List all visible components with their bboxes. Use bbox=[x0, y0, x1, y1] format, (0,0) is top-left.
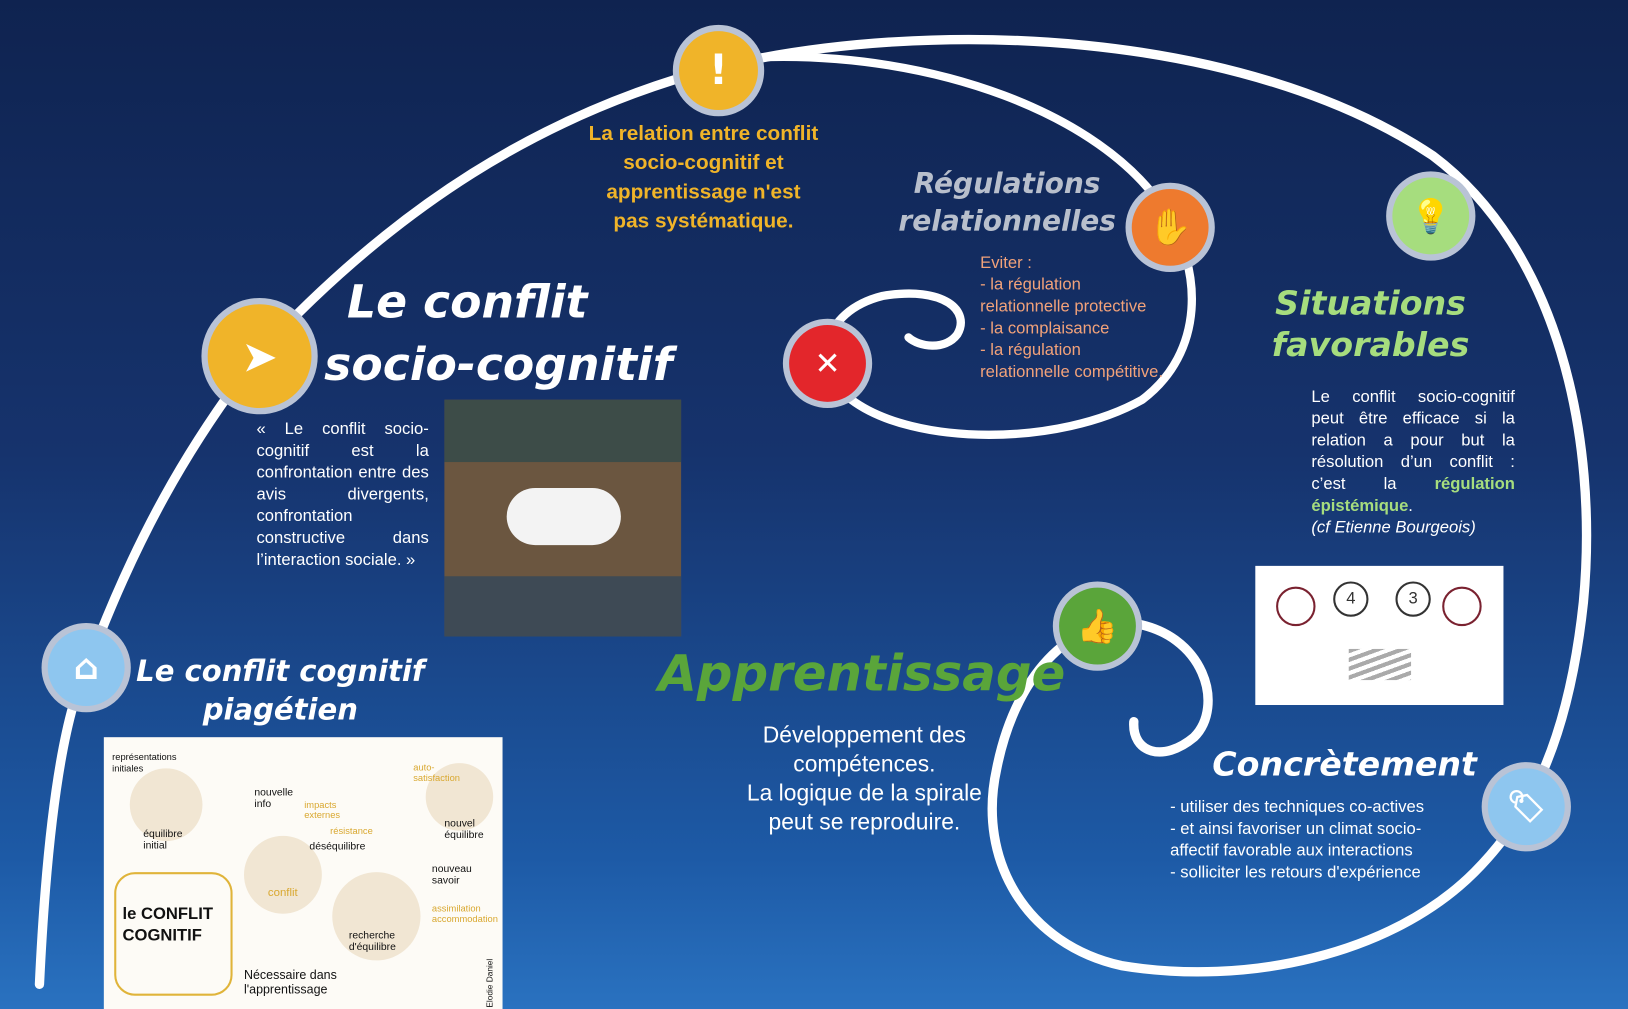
text: Le conflit socio-cognitif peut être effi… bbox=[1311, 388, 1515, 494]
speech-bubble: 4 bbox=[1333, 581, 1369, 617]
list-item: - la régulation bbox=[980, 341, 1081, 360]
title-line: Régulations bbox=[913, 168, 1101, 201]
sketch-label: auto-satisfaction bbox=[413, 762, 460, 783]
relation-text: La relation entre conflit socio-cognitif… bbox=[588, 122, 819, 233]
lightbulb-icon[interactable]: 💡 bbox=[1386, 171, 1476, 261]
list-item: - la complaisance bbox=[980, 319, 1110, 338]
sketch-label: résistance bbox=[330, 825, 373, 836]
list-item: - utiliser des techniques co-actives bbox=[1170, 798, 1425, 817]
title-line: favorables bbox=[1271, 324, 1470, 365]
sketch-label: nouvel équilibre bbox=[444, 818, 484, 842]
sketch-label: représentations initiales bbox=[112, 751, 177, 774]
speech-bubble: 3 bbox=[1395, 581, 1431, 617]
title-line: socio-cognitif bbox=[324, 338, 673, 392]
text-line: La logique de la spirale bbox=[746, 779, 982, 806]
concretement-title: Concrètement bbox=[1212, 744, 1477, 784]
sketch-main-label: le CONFLIT COGNITIF bbox=[122, 905, 213, 945]
title-line: Situations bbox=[1275, 283, 1466, 323]
conflit-cognitif-title: Le conflit cognitif piagétien bbox=[125, 652, 436, 729]
conflit-cognitif-sketch: représentations initiales équilibre init… bbox=[103, 737, 503, 1009]
sketch-label: impacts externes bbox=[304, 799, 341, 821]
exclamation-glyph: ! bbox=[709, 46, 728, 95]
title-line: piagétien bbox=[202, 692, 358, 727]
apprentissage-title: Apprentissage bbox=[658, 644, 1066, 703]
highlight: régulation épistémique bbox=[1311, 475, 1515, 515]
exclamation-icon[interactable]: ! bbox=[672, 24, 765, 117]
sketch-label: équilibre initial bbox=[143, 828, 183, 852]
citation: (cf Etienne Bourgeois) bbox=[1311, 519, 1476, 537]
list-item: Eviter : bbox=[980, 254, 1032, 273]
sketch-signature: Elodie Daniel bbox=[485, 958, 495, 1008]
regulations-title: Régulations relationnelles bbox=[893, 166, 1121, 241]
situations-text: Le conflit socio-cognitif peut être effi… bbox=[1311, 386, 1515, 539]
sketch-label: nouvelle info bbox=[254, 787, 294, 810]
close-glyph: ✕ bbox=[814, 345, 841, 382]
list-item: - et ainsi favoriser un climat socio- bbox=[1170, 820, 1422, 838]
text-line: peut se reproduire. bbox=[768, 808, 961, 835]
paper-plane-icon[interactable]: ➤ bbox=[201, 297, 318, 415]
sketch-label: nouveau savoir bbox=[431, 863, 472, 887]
sketch-label: recherche d'équilibre bbox=[348, 930, 396, 954]
team-table-photo bbox=[444, 399, 682, 637]
hand-stop-icon[interactable]: ✋ bbox=[1125, 182, 1215, 273]
thumbs-up-icon[interactable]: 👍 bbox=[1052, 581, 1143, 671]
list-item: - la régulation bbox=[980, 276, 1081, 294]
concretement-list: - utiliser des techniques co-actives - e… bbox=[1170, 796, 1471, 883]
list-item: affectif favorable aux interactions bbox=[1170, 842, 1413, 860]
close-icon[interactable]: ✕ bbox=[782, 318, 873, 409]
title-line: Le conflit bbox=[347, 276, 588, 330]
list-item: - solliciter les retours d'expérience bbox=[1170, 863, 1421, 882]
text-line: compétences. bbox=[793, 750, 936, 777]
socio-cognitif-quote: « Le conflit socio-cognitif est la confr… bbox=[256, 420, 429, 569]
text: . bbox=[1408, 497, 1413, 515]
apprentissage-text: Développement des compétences. La logiqu… bbox=[716, 721, 1012, 837]
sketch-label: conflit bbox=[267, 886, 298, 900]
socio-cognitif-title: Le conflit socio-cognitif bbox=[311, 272, 685, 397]
title-line: relationnelles bbox=[898, 205, 1116, 238]
regulations-list: Eviter : - la régulation relationnelle p… bbox=[980, 252, 1208, 383]
sketch-caption: Nécessaire dans l'apprentissage bbox=[244, 967, 337, 997]
sketch-label: assimilation accommodation bbox=[431, 903, 498, 925]
text-line: Développement des bbox=[762, 721, 966, 748]
sketch-label: déséquilibre bbox=[309, 841, 366, 853]
tag-icon[interactable]: 🏷 bbox=[1481, 762, 1571, 852]
list-item: relationnelle protective bbox=[980, 297, 1147, 316]
title-line: Le conflit cognitif bbox=[136, 654, 425, 689]
discussion-sketch: 4 3 bbox=[1255, 565, 1504, 706]
home-icon[interactable]: ⌂ bbox=[41, 622, 131, 713]
list-item: relationnelle compétitive. bbox=[980, 363, 1163, 382]
situations-title: Situations favorables bbox=[1262, 282, 1480, 365]
